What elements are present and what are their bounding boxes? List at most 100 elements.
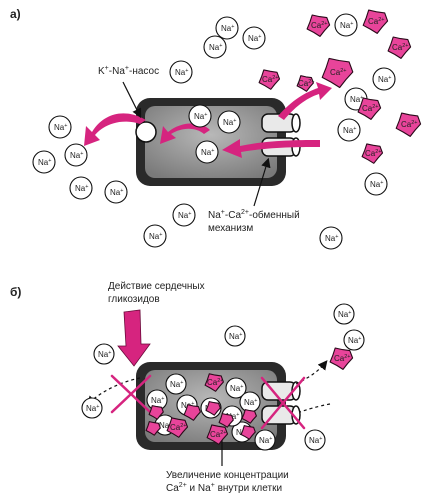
svg-text:Ca2+: Ca2+ xyxy=(365,149,382,158)
svg-text:Na+: Na+ xyxy=(209,43,222,52)
svg-text:Na+: Na+ xyxy=(350,95,363,104)
pump-pointer xyxy=(122,81,142,119)
svg-text:Na+: Na+ xyxy=(110,188,123,197)
svg-text:Ca2+: Ca2+ xyxy=(401,120,418,129)
result-label-line1: Увеличение концентрации xyxy=(166,470,289,481)
na-ion: Na+ xyxy=(203,35,227,59)
na-ion: Na+ xyxy=(104,180,128,204)
ca-ion: Ca2+ xyxy=(206,424,229,445)
na-ion: Na+ xyxy=(48,115,72,139)
na-ion: Na+ xyxy=(188,104,212,128)
panel-a-label: а) xyxy=(10,7,21,21)
svg-text:Na+: Na+ xyxy=(340,21,353,30)
na-ion: Na+ xyxy=(64,143,88,167)
ca-ion: Ca2+ xyxy=(296,75,315,92)
svg-text:Ca2+: Ca2+ xyxy=(262,75,279,84)
ca-ion: Ca2+ xyxy=(166,417,189,438)
svg-text:Na+: Na+ xyxy=(151,396,164,405)
exchanger-label-line2: механизм xyxy=(208,223,253,234)
na-ion: Na+ xyxy=(319,226,343,250)
svg-text:Na+: Na+ xyxy=(378,75,391,84)
na-ion: Na+ xyxy=(169,60,193,84)
ca-ion: Ca2+ xyxy=(387,36,412,59)
na-ion: Na+ xyxy=(224,325,246,347)
ca-ion xyxy=(148,405,164,420)
svg-text:Na+: Na+ xyxy=(149,232,162,241)
na-ion: Na+ xyxy=(334,13,358,37)
svg-text:Ca2+: Ca2+ xyxy=(207,378,224,387)
pump-k-in-arrow xyxy=(160,123,210,144)
svg-text:Ca2+: Ca2+ xyxy=(298,79,315,88)
svg-text:Ca2+: Ca2+ xyxy=(334,354,351,363)
svg-text:Na+: Na+ xyxy=(221,24,234,33)
ca-ion: Ca2+ xyxy=(362,9,389,34)
svg-text:Na+: Na+ xyxy=(201,148,214,157)
na-ion: Na+ xyxy=(333,303,355,325)
svg-text:Ca2+: Ca2+ xyxy=(311,21,328,30)
na-ion: Na+ xyxy=(239,391,261,413)
svg-text:Na+: Na+ xyxy=(343,126,356,135)
svg-text:Na+: Na+ xyxy=(54,123,67,132)
na-ion: Na+ xyxy=(337,118,361,142)
svg-text:Ca2+: Ca2+ xyxy=(368,17,385,26)
svg-text:Na+: Na+ xyxy=(229,332,242,341)
svg-text:Na+: Na+ xyxy=(38,158,51,167)
ca-ion xyxy=(145,421,161,436)
na-ion: Na+ xyxy=(372,67,396,91)
drug-label-line2: гликозидов xyxy=(108,294,160,305)
svg-text:Na+: Na+ xyxy=(181,401,194,410)
exchanger-ca-out-arrow xyxy=(278,82,332,120)
na-ion: Na+ xyxy=(172,203,196,227)
svg-text:Na+: Na+ xyxy=(248,34,261,43)
na-ion: Na+ xyxy=(364,172,388,196)
na-ion: Na+ xyxy=(242,26,266,50)
ca-ion xyxy=(240,425,256,440)
svg-text:Na+: Na+ xyxy=(223,118,236,127)
svg-text:Ca2+: Ca2+ xyxy=(170,423,187,432)
drug-action-arrow xyxy=(117,309,151,367)
pump-block-cross xyxy=(110,374,152,414)
ions-a: Na+ Na+ Na+ Na+ Na+ Na+ Na+ Na+ Na+ Na+ Na+ Na+ Na+ N… xyxy=(32,9,422,250)
pump-label: K+-Na+-насос xyxy=(98,65,159,77)
svg-text:Na+: Na+ xyxy=(325,234,338,243)
ions-b: Na+Na+Na+Na+Na+Na+Na+Na+Na+Na+Na+Na+Na+N… xyxy=(81,303,365,451)
svg-text:Na+: Na+ xyxy=(75,184,88,193)
svg-text:Ca2+: Ca2+ xyxy=(330,68,347,77)
exchanger-dashed-in-arrow xyxy=(299,403,331,413)
svg-text:Ca2+: Ca2+ xyxy=(210,430,227,439)
ca-ion: Ca2+ xyxy=(329,347,354,370)
na-ion: Na+ xyxy=(69,176,93,200)
panel-a: а) K+-Na+-насос Na xyxy=(10,7,422,250)
na-ion: Na+ xyxy=(165,373,187,395)
svg-text:Na+: Na+ xyxy=(309,436,322,445)
ca-ion: Ca2+ xyxy=(395,112,422,137)
na-ion: Na+ xyxy=(217,110,241,134)
exchanger-label-line1: Na+-Ca2+-обменный xyxy=(208,209,300,221)
panel-b: б) Действие сердечных гликозидов xyxy=(10,281,365,494)
na-ion: Na+ xyxy=(143,224,167,248)
svg-text:Na+: Na+ xyxy=(348,336,361,345)
ca-ion: Ca2+ xyxy=(361,143,384,164)
ca-ion xyxy=(241,409,257,424)
na-ion: Na+ xyxy=(32,150,56,174)
svg-text:Na+: Na+ xyxy=(170,380,183,389)
ca-ion: Ca2+ xyxy=(306,14,331,37)
na-ion: Na+ xyxy=(304,429,326,451)
pump-na-out-arrow xyxy=(84,113,146,146)
svg-text:Na+: Na+ xyxy=(70,151,83,160)
svg-text:Ca2+: Ca2+ xyxy=(362,104,379,113)
ca-ion xyxy=(205,401,221,416)
panel-b-label: б) xyxy=(10,285,21,299)
exchanger-dashed-out-arrow xyxy=(295,360,328,385)
na-ion: Na+ xyxy=(146,389,168,411)
na-ion: Na+ xyxy=(93,343,115,365)
exchanger-block-cross xyxy=(260,376,306,430)
arrows-a xyxy=(84,82,332,158)
exchanger-pointer xyxy=(253,157,271,207)
svg-text:Na+: Na+ xyxy=(86,404,99,413)
na-ion: Na+ xyxy=(81,397,103,419)
svg-text:Na+: Na+ xyxy=(370,180,383,189)
ca-ion: Ca2+ xyxy=(357,97,382,120)
svg-text:Ca2+: Ca2+ xyxy=(392,43,409,52)
svg-text:Na+: Na+ xyxy=(259,436,272,445)
